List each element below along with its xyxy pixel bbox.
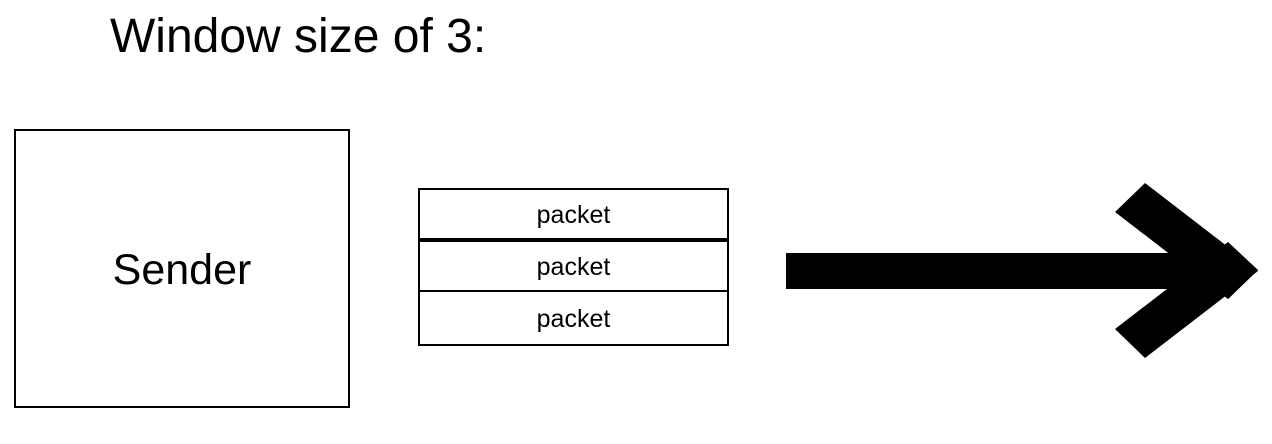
sender-label: Sender [112,246,252,294]
sender-box: Sender [14,129,350,408]
packet-stack: packet packet packet [418,188,729,346]
packet-label: packet [536,304,611,333]
packet-label: packet [536,200,611,229]
packet-row: packet [420,190,727,242]
transmission-arrow [780,172,1266,368]
packet-row: packet [420,242,727,292]
arrow-right-icon [786,183,1258,358]
packet-label: packet [536,252,611,281]
packet-row: packet [420,292,727,344]
page-title: Window size of 3: [110,10,487,63]
